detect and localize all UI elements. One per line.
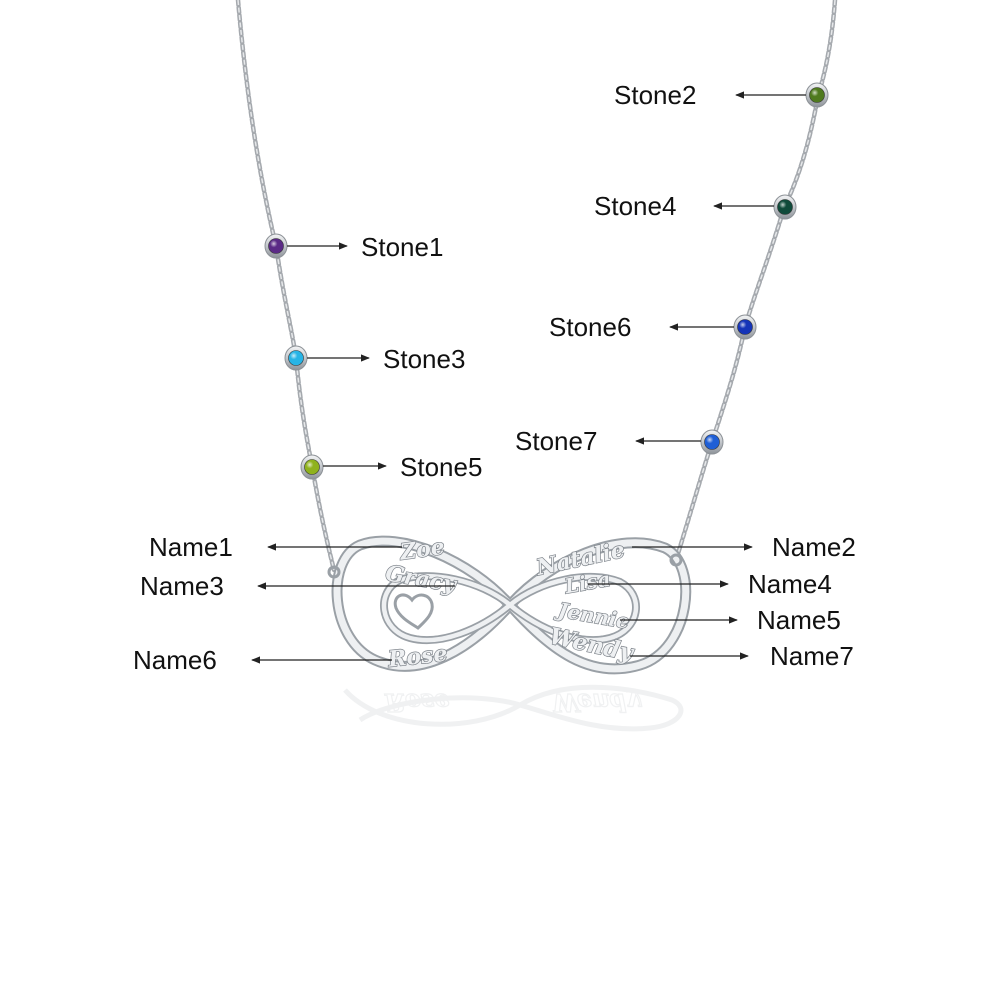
label-name3: Name3 bbox=[140, 571, 224, 601]
birthstone-4 bbox=[773, 194, 797, 220]
jump-ring-right bbox=[669, 553, 683, 567]
birthstone-6 bbox=[733, 314, 757, 340]
label-stone5: Stone5 bbox=[400, 452, 482, 482]
birthstone-7 bbox=[700, 429, 724, 455]
pendant-reflection: Rose Wendy bbox=[343, 684, 684, 732]
label-stone6: Stone6 bbox=[549, 312, 631, 342]
label-stone4: Stone4 bbox=[594, 191, 676, 221]
label-stone1: Stone1 bbox=[361, 232, 443, 262]
label-name5: Name5 bbox=[757, 605, 841, 635]
engraved-name-gracy: Gracy bbox=[383, 560, 459, 598]
label-name1: Name1 bbox=[149, 532, 233, 562]
engraved-name-rose: Rose bbox=[386, 641, 449, 673]
birthstone-1 bbox=[264, 233, 288, 259]
label-name7: Name7 bbox=[770, 641, 854, 671]
label-name2: Name2 bbox=[772, 532, 856, 562]
reflection-rose: Rose bbox=[384, 688, 450, 717]
label-stone3: Stone3 bbox=[383, 344, 465, 374]
chain-left-strand bbox=[235, 0, 337, 573]
birthstone-2 bbox=[805, 82, 829, 108]
label-name4: Name4 bbox=[748, 569, 832, 599]
label-stone7: Stone7 bbox=[515, 426, 597, 456]
reflection-wendy: Wendy bbox=[552, 688, 642, 717]
chain-left-strand-highlight bbox=[237, 0, 335, 571]
heart-cutout bbox=[393, 593, 434, 630]
stone-callouts: Stone1 Stone2 Stone3 Stone4 Stone5 Stone… bbox=[287, 80, 806, 482]
chain bbox=[235, 0, 838, 573]
label-stone2: Stone2 bbox=[614, 80, 696, 110]
name-callouts: Name1 Name2 Name3 Name4 Name5 Name6 Name… bbox=[133, 532, 856, 675]
infinity-pendant: Zoe Natalie Gracy Lisa Jennie Rose Wendy bbox=[327, 533, 692, 675]
jump-ring-left bbox=[327, 565, 341, 579]
engraved-name-zoe: Zoe bbox=[397, 534, 446, 566]
label-name6: Name6 bbox=[133, 645, 217, 675]
birthstone-3 bbox=[284, 345, 308, 371]
birthstone-5 bbox=[300, 454, 324, 480]
chain-right-strand bbox=[673, 0, 838, 563]
birthstones bbox=[264, 82, 829, 480]
